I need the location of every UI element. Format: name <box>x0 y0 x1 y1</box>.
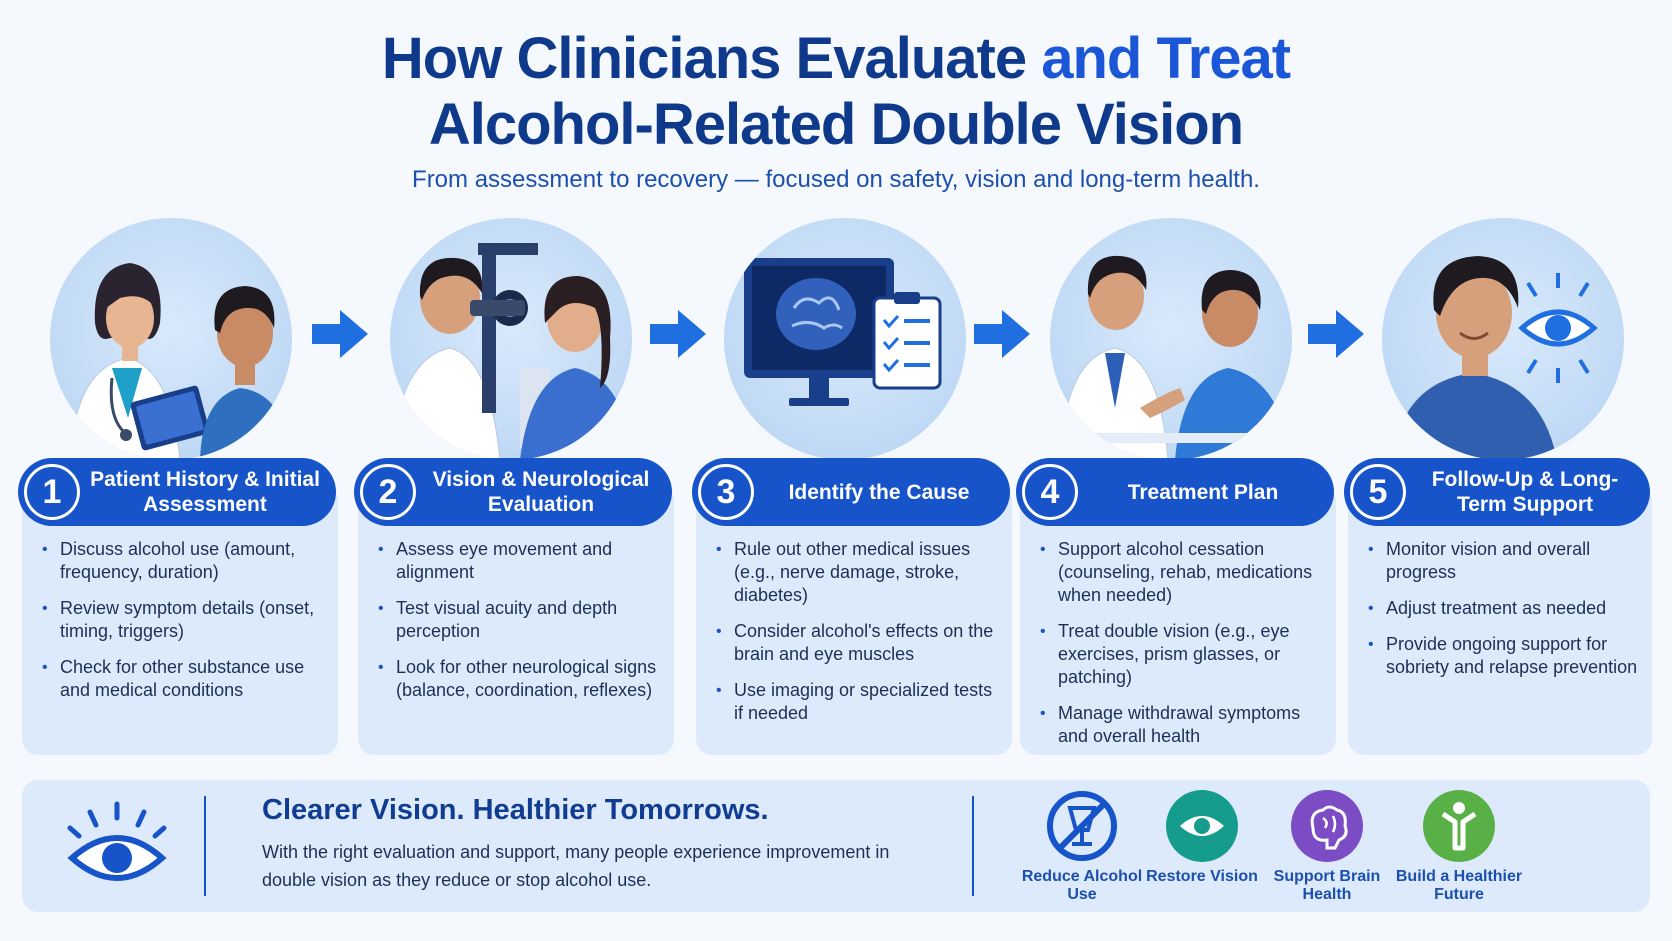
benefit-label: Support Brain Health <box>1273 868 1381 903</box>
title-line2: Alcohol-Related Double Vision <box>428 92 1244 157</box>
step-4: 4 Treatment Plan Support alcohol cessati… <box>1016 0 1336 760</box>
list-item: Adjust treatment as needed <box>1366 597 1642 620</box>
step-4-illustration <box>1050 218 1292 460</box>
step-5-bullets: Monitor vision and overall progress Adju… <box>1366 538 1642 692</box>
benefit-restore-vision: Restore Vision <box>1132 788 1272 886</box>
title-line1-accent: and Treat <box>1041 26 1291 91</box>
subtitle: From assessment to recovery — focused on… <box>412 166 1260 193</box>
step-2: 2 Vision & Neurological Evaluation Asses… <box>354 0 674 760</box>
arrow-right-icon <box>650 310 706 358</box>
step-5: 5 Follow-Up & Long-Term Support Monitor … <box>1344 0 1664 760</box>
step-3-illustration <box>724 218 966 460</box>
list-item: Assess eye movement and alignment <box>376 538 666 584</box>
divider <box>972 796 974 896</box>
list-item: Review symptom details (onset, timing, t… <box>40 597 330 643</box>
step-3-bullets: Rule out other medical issues (e.g., ner… <box>714 538 1004 738</box>
title-line1-part1: How Clinicians Evaluate <box>381 26 1027 91</box>
arrow-right-icon <box>974 310 1030 358</box>
step-1-number: 1 <box>24 464 80 520</box>
list-item: Treat double vision (e.g., eye exercises… <box>1038 620 1328 689</box>
step-2-bullets: Assess eye movement and alignment Test v… <box>376 538 666 715</box>
step-5-title: Follow-Up & Long-Term Support <box>1431 468 1619 516</box>
step-3-title: Identify the Cause <box>788 480 970 504</box>
step-2-illustration <box>390 218 632 460</box>
step-2-number: 2 <box>360 464 416 520</box>
benefit-label: Build a Healthier Future <box>1395 868 1523 903</box>
footer-banner: Clearer Vision. Healthier Tomorrows. Wit… <box>22 780 1650 912</box>
list-item: Rule out other medical issues (e.g., ner… <box>714 538 1004 607</box>
list-item: Look for other neurological signs (balan… <box>376 656 666 702</box>
arrow-right-icon <box>312 310 368 358</box>
list-item: Use imaging or specialized tests if need… <box>714 679 1004 725</box>
step-1: 1 Patient History & Initial Assessment D… <box>18 0 338 760</box>
consultation-icon <box>1059 255 1292 460</box>
list-item: Support alcohol cessation (counseling, r… <box>1038 538 1328 607</box>
list-item: Discuss alcohol use (amount, frequency, … <box>40 538 330 584</box>
doctor-patient-icon <box>69 263 292 460</box>
step-5-illustration <box>1382 218 1624 460</box>
step-1-title: Patient History & Initial Assessment <box>90 468 320 516</box>
list-item: Consider alcohol's effects on the brain … <box>714 620 1004 666</box>
brain-scan-icon <box>744 258 942 406</box>
step-4-title: Treatment Plan <box>1127 480 1279 504</box>
eye-icon <box>67 801 167 881</box>
brain-icon <box>1291 790 1363 862</box>
benefit-healthier-future: Build a Healthier Future <box>1384 788 1534 904</box>
benefit-label: Restore Vision <box>1146 868 1258 885</box>
list-item: Manage withdrawal symptoms and overall h… <box>1038 702 1328 748</box>
step-1-bullets: Discuss alcohol use (amount, frequency, … <box>40 538 330 715</box>
arrow-right-icon <box>1308 310 1364 358</box>
divider <box>204 796 206 896</box>
step-4-header: 4 Treatment Plan <box>1016 458 1334 526</box>
step-4-bullets: Support alcohol cessation (counseling, r… <box>1038 538 1328 761</box>
step-2-title: Vision & Neurological Evaluation <box>432 468 650 516</box>
eye-icon <box>1166 790 1238 862</box>
step-3: 3 Identify the Cause Rule out other medi… <box>692 0 1012 760</box>
list-item: Provide ongoing support for sobriety and… <box>1366 633 1642 679</box>
step-5-card <box>1348 485 1652 755</box>
benefit-reduce-alcohol: Reduce Alcohol Use <box>1012 788 1152 904</box>
step-5-number: 5 <box>1350 464 1406 520</box>
step-1-illustration <box>50 218 292 460</box>
happy-person-icon <box>1392 256 1598 460</box>
footer-title: Clearer Vision. Healthier Tomorrows. <box>262 794 769 826</box>
step-5-header: 5 Follow-Up & Long-Term Support <box>1344 458 1650 526</box>
list-item: Monitor vision and overall progress <box>1366 538 1642 584</box>
step-3-number: 3 <box>698 464 754 520</box>
step-4-number: 4 <box>1022 464 1078 520</box>
footer-description: With the right evaluation and support, m… <box>262 842 890 890</box>
list-item: Check for other substance use and medica… <box>40 656 330 702</box>
benefit-label: Reduce Alcohol Use <box>1021 868 1143 903</box>
eye-exam-icon <box>390 243 632 460</box>
page-title: How Clinicians Evaluate and Treat Alcoho… <box>0 26 1672 158</box>
person-icon <box>1423 790 1495 862</box>
no-alcohol-icon <box>1047 791 1117 861</box>
step-3-header: 3 Identify the Cause <box>692 458 1010 526</box>
step-2-header: 2 Vision & Neurological Evaluation <box>354 458 672 526</box>
list-item: Test visual acuity and depth perception <box>376 597 666 643</box>
step-1-header: 1 Patient History & Initial Assessment <box>18 458 336 526</box>
benefit-brain-health: Support Brain Health <box>1257 788 1397 904</box>
